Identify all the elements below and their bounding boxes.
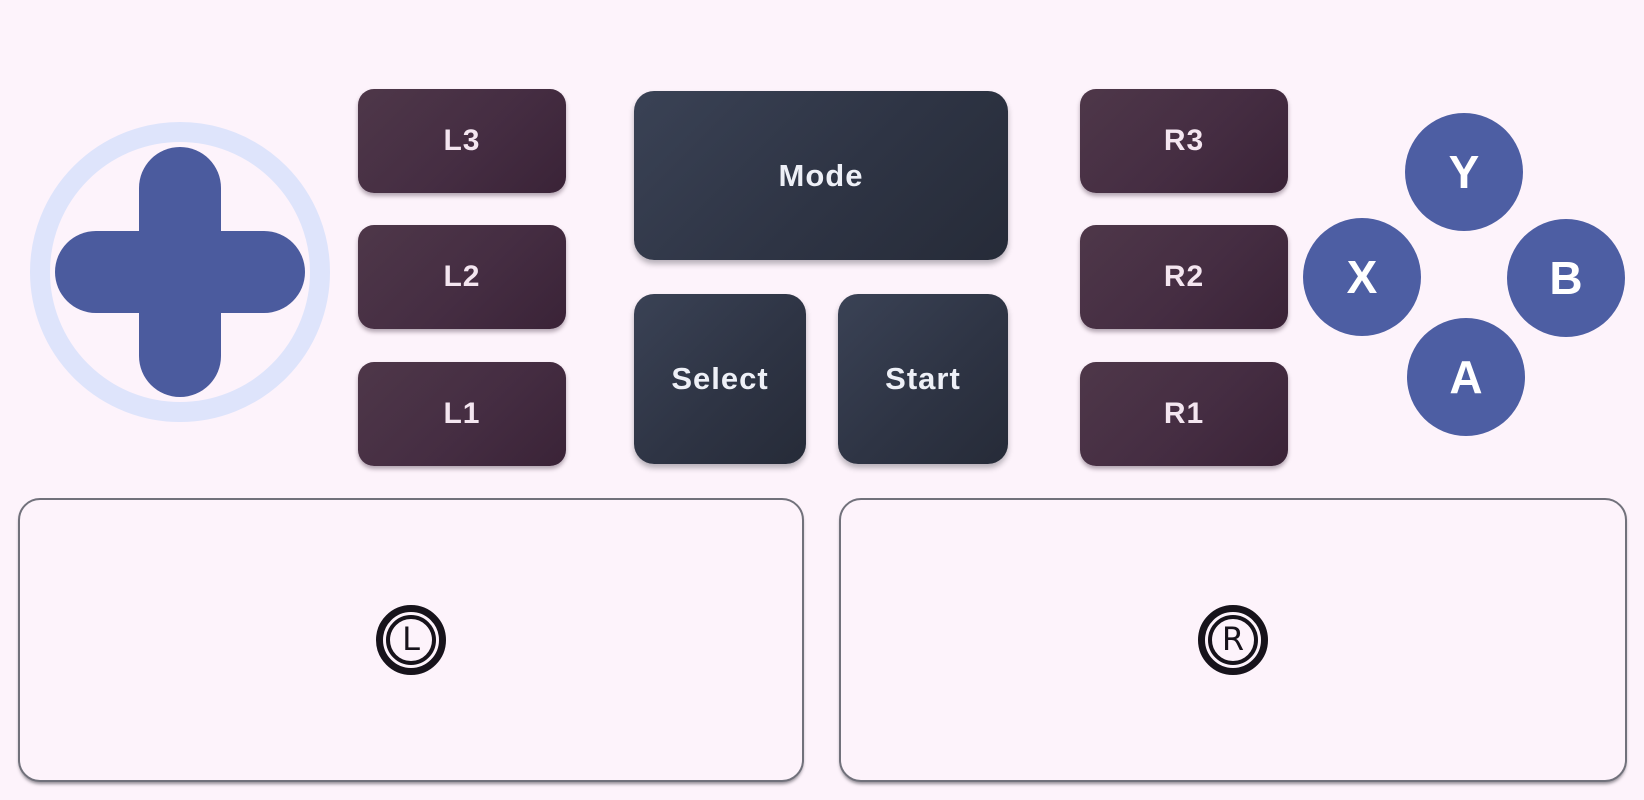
select-button-label: Select xyxy=(671,361,769,396)
dpad-cross-horizontal[interactable] xyxy=(55,231,305,313)
l1-button-label: L1 xyxy=(443,397,481,430)
left-stick-icon: L xyxy=(376,605,446,675)
l3-button[interactable]: L3 xyxy=(358,89,566,193)
mode-button[interactable]: Mode xyxy=(634,91,1008,260)
left-stick-icon-label: L xyxy=(402,620,420,658)
b-button-label: B xyxy=(1549,252,1583,304)
l3-button-label: L3 xyxy=(443,124,481,157)
right-stick-icon-label: R xyxy=(1221,620,1245,658)
y-button[interactable]: Y xyxy=(1405,113,1523,231)
r3-button-label: R3 xyxy=(1163,124,1205,157)
r2-button-label: R2 xyxy=(1163,260,1205,293)
x-button[interactable]: X xyxy=(1303,218,1421,336)
a-button[interactable]: A xyxy=(1407,318,1525,436)
right-stick-icon: R xyxy=(1198,605,1268,675)
r2-button[interactable]: R2 xyxy=(1080,225,1288,329)
a-button-label: A xyxy=(1449,351,1483,403)
l2-button[interactable]: L2 xyxy=(358,225,566,329)
start-button[interactable]: Start xyxy=(838,294,1008,464)
l1-button[interactable]: L1 xyxy=(358,362,566,466)
r1-button-label: R1 xyxy=(1163,397,1205,430)
mode-button-label: Mode xyxy=(778,157,864,193)
b-button[interactable]: B xyxy=(1507,219,1625,337)
l2-button-label: L2 xyxy=(443,260,481,293)
r1-button[interactable]: R1 xyxy=(1080,362,1288,466)
x-button-label: X xyxy=(1346,251,1378,303)
left-stick-zone[interactable]: L xyxy=(18,498,804,782)
y-button-label: Y xyxy=(1448,146,1480,198)
start-button-label: Start xyxy=(885,361,961,396)
right-stick-zone[interactable]: R xyxy=(839,498,1627,782)
select-button[interactable]: Select xyxy=(634,294,806,464)
r3-button[interactable]: R3 xyxy=(1080,89,1288,193)
